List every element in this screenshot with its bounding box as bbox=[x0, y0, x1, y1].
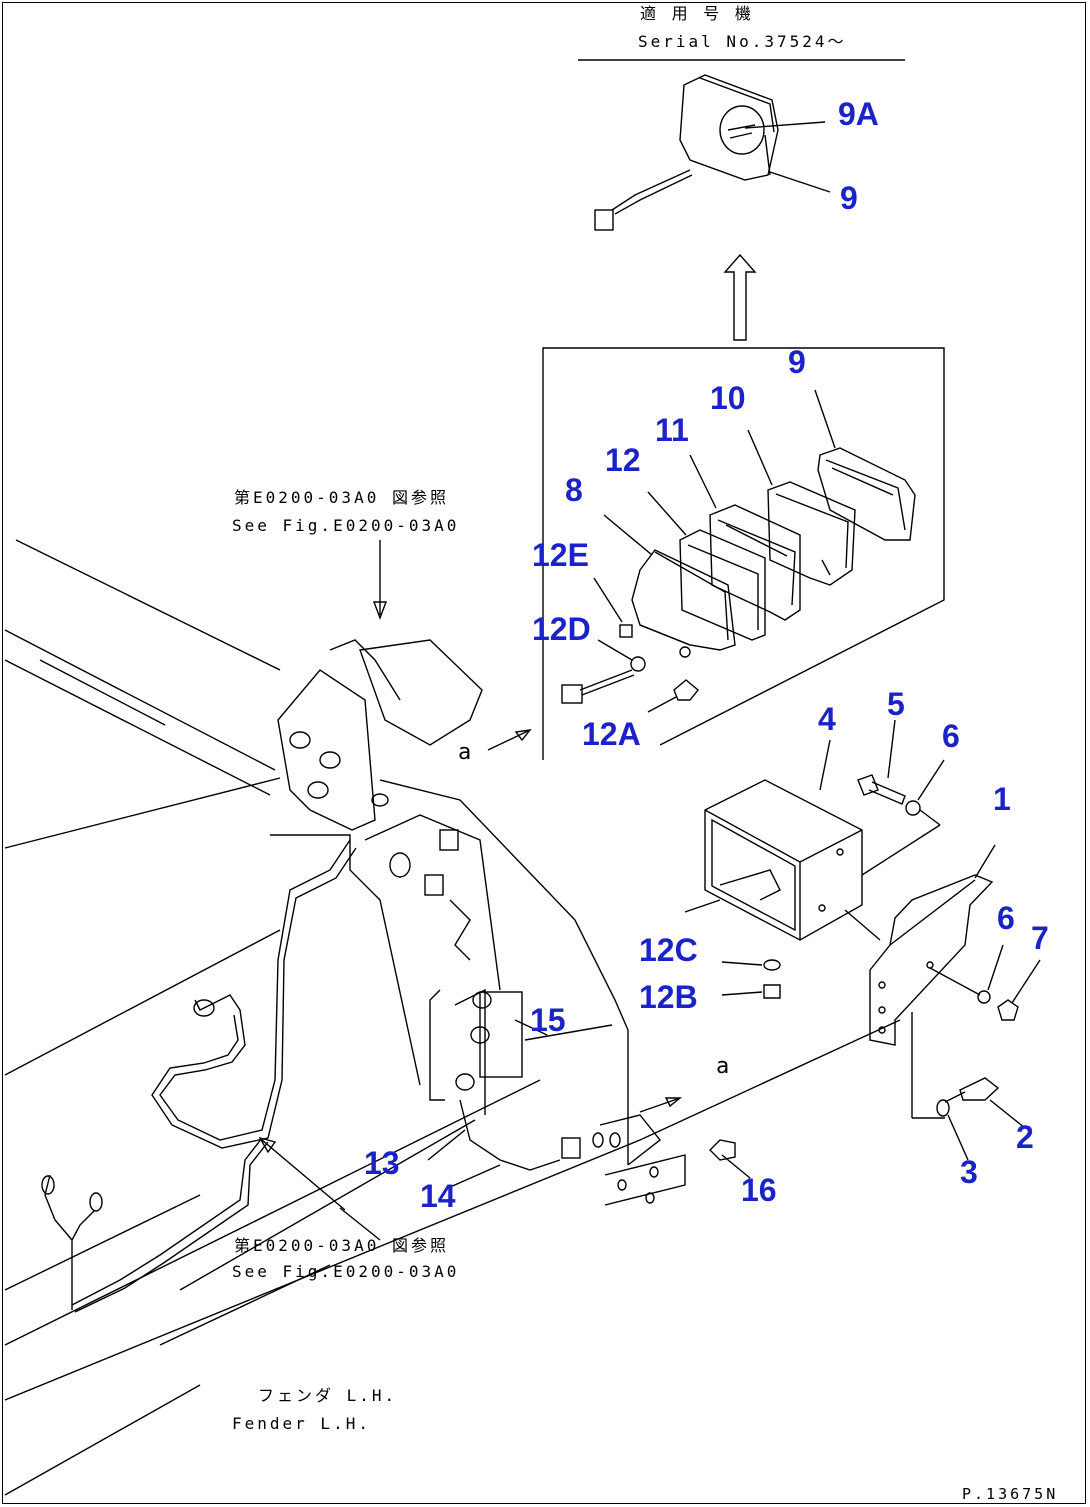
callout-6-lower: 6 bbox=[997, 900, 1015, 936]
fender-body bbox=[4, 539, 901, 1496]
left-wire-harness bbox=[41, 839, 381, 1313]
drawing-id: P.13675N bbox=[962, 1485, 1059, 1503]
callout-12e: 12E bbox=[532, 537, 589, 573]
reference-bottom-jp: 第E0200-03A0 図参照 bbox=[234, 1236, 449, 1255]
upward-arrow bbox=[723, 253, 757, 341]
mounting-bracket bbox=[844, 844, 996, 1119]
callout-9a: 9A bbox=[838, 96, 879, 132]
lamp-housing bbox=[684, 739, 863, 941]
exploded-lamp-bracket bbox=[542, 347, 945, 760]
callout-1: 1 bbox=[993, 781, 1011, 817]
callout-12c: 12C bbox=[639, 932, 698, 968]
callout-2: 2 bbox=[1016, 1119, 1034, 1155]
reference-top-jp: 第E0200-03A0 図参照 bbox=[234, 488, 449, 507]
inset-lamp bbox=[594, 74, 831, 231]
callout-16: 16 bbox=[741, 1172, 777, 1208]
washer-and-nut bbox=[929, 944, 1041, 1021]
small-grommets bbox=[709, 959, 781, 1179]
callout-12: 12 bbox=[605, 442, 641, 478]
bolt-and-washer bbox=[857, 719, 945, 876]
callout-15: 15 bbox=[530, 1002, 566, 1038]
callout-14: 14 bbox=[420, 1178, 456, 1214]
reference-bottom-en: See Fig.E0200-03A0 bbox=[232, 1262, 460, 1281]
exploded-lamp-parts bbox=[487, 389, 916, 751]
callout-3: 3 bbox=[960, 1154, 978, 1190]
harness-plate bbox=[277, 540, 686, 1206]
callout-12a: 12A bbox=[582, 716, 641, 752]
callout-12d: 12D bbox=[532, 611, 591, 647]
serial-number-range: Serial No.37524～ bbox=[638, 32, 847, 51]
callout-12b: 12B bbox=[639, 979, 698, 1015]
applicable-serial-title: 適 用 号 機 bbox=[640, 4, 754, 23]
bolt-2-washer-3 bbox=[936, 1077, 1026, 1161]
callout-8: 8 bbox=[565, 472, 583, 508]
view-marker-a-upper: a bbox=[458, 740, 472, 765]
callout-6-upper: 6 bbox=[942, 718, 960, 754]
callout-9: 9 bbox=[788, 344, 806, 380]
callout-4: 4 bbox=[818, 701, 836, 737]
callout-11: 11 bbox=[655, 412, 689, 448]
callout-5: 5 bbox=[887, 686, 905, 722]
view-marker-a-lower: a bbox=[716, 1054, 730, 1079]
fender-label-en: Fender L.H. bbox=[232, 1414, 371, 1433]
callout-13: 13 bbox=[364, 1145, 400, 1181]
callout-7: 7 bbox=[1031, 920, 1049, 956]
fender-label-jp: フェンダ L.H. bbox=[258, 1386, 398, 1405]
reference-top-en: See Fig.E0200-03A0 bbox=[232, 516, 460, 535]
callout-10: 10 bbox=[710, 380, 746, 416]
callout-9-top: 9 bbox=[840, 180, 858, 216]
